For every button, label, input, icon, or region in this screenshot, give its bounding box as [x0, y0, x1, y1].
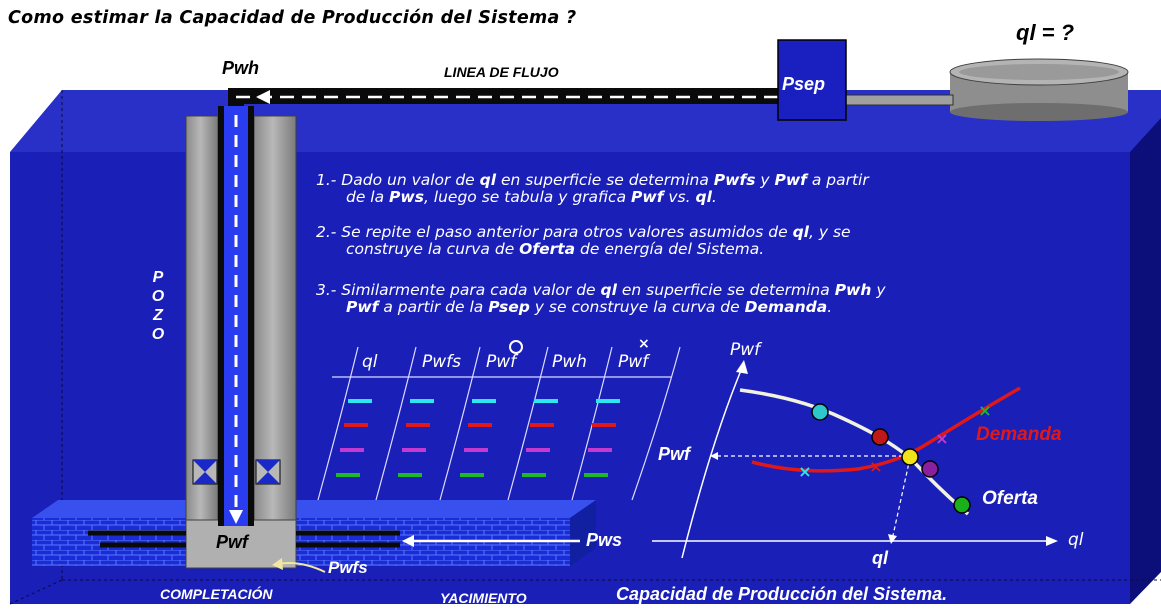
- demanda-point: ×: [869, 457, 882, 476]
- flowline-label: LINEA DE FLUJO: [444, 64, 559, 80]
- chart-xlabel: ql: [1068, 530, 1084, 550]
- tank: [949, 58, 1129, 121]
- demanda-curve: [751, 386, 1021, 473]
- reservoir-top: [32, 500, 596, 518]
- demanda-point: ×: [798, 462, 811, 481]
- pws-label: Pws: [586, 530, 623, 550]
- well-casing-right: [253, 115, 297, 569]
- table-header-pwf-2: Pwf: [618, 352, 649, 372]
- separator: [777, 39, 847, 121]
- table-dashes: [336, 399, 620, 477]
- oferta-label: Oferta: [982, 488, 1038, 509]
- step-3: 3.- Similarmente para cada valor de ql e…: [316, 281, 886, 316]
- pozo-label: P O Z O: [151, 269, 165, 343]
- demanda-point: ×: [978, 401, 991, 420]
- ql-question: ql = ?: [1016, 20, 1075, 45]
- packer-left: [192, 459, 218, 485]
- well-casing-left: [185, 115, 219, 569]
- chart: × × × ×: [652, 360, 1058, 559]
- packer-right: [255, 459, 281, 485]
- oferta-point: [953, 496, 971, 514]
- capacidad-label: Capacidad de Producción del Sistema.: [616, 584, 948, 604]
- completacion-label: COMPLETACIÓN: [160, 586, 273, 602]
- table-cross-mark: ×: [638, 336, 650, 352]
- yacimiento-label: YACIMIENTO: [440, 590, 527, 606]
- demanda-label: Demanda: [976, 424, 1062, 445]
- chart-points: × × × ×: [798, 401, 992, 514]
- table-header-ql: ql: [362, 352, 378, 372]
- step-2: 2.- Se repite el paso anterior para otro…: [316, 223, 851, 258]
- page-title: Como estimar la Capacidad de Producción …: [8, 8, 577, 28]
- table-header-pwfs: Pwfs: [422, 352, 461, 372]
- table-circle-mark: [509, 340, 523, 354]
- oferta-point: [811, 403, 829, 421]
- oferta-point: [921, 460, 939, 478]
- perforations: [88, 530, 400, 548]
- chart-y-axis: [681, 367, 743, 559]
- pwfs-label: Pwfs: [328, 558, 368, 577]
- box-side: [1130, 118, 1161, 604]
- pwf-well-label: Pwf: [216, 532, 249, 552]
- pwh-top-label: Pwh: [222, 58, 260, 78]
- table-lines: [317, 346, 681, 501]
- oferta-point: [871, 428, 889, 446]
- table-header-pwf: Pwf: [486, 352, 517, 372]
- operating-point: [901, 448, 919, 466]
- operating-ql-label: ql: [872, 548, 888, 568]
- operating-pwf-label: Pwf: [658, 444, 691, 464]
- demanda-point: ×: [935, 429, 948, 448]
- psep-label: Psep: [782, 74, 826, 94]
- table-header-pwh: Pwh: [552, 352, 587, 372]
- step-1: 1.- Dado un valor de ql en superficie se…: [316, 171, 869, 206]
- chart-ylabel: Pwf: [730, 340, 761, 360]
